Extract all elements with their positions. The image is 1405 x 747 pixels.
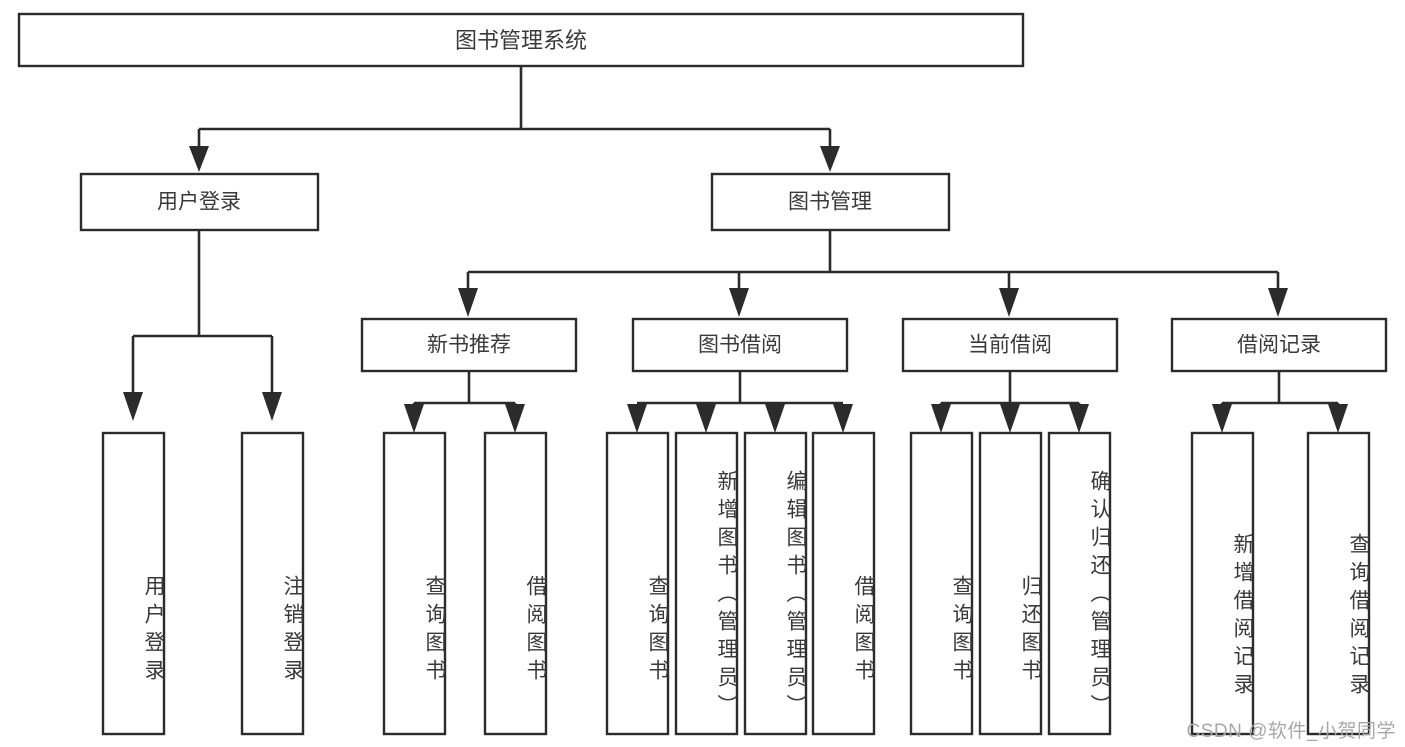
node-borrow-record-label: 借阅记录	[1237, 334, 1321, 357]
node-user-login-label: 用户登录	[157, 191, 241, 214]
node-book-borrow[interactable]: 图书借阅	[631, 317, 849, 373]
arrow-head-icon	[765, 404, 785, 433]
leaf-box-new-book-rec-0[interactable]	[382, 431, 447, 736]
arrow-head-icon	[1212, 404, 1232, 433]
arrow-head-icon	[262, 392, 282, 421]
node-new-book-rec-box[interactable]	[360, 317, 578, 373]
connector-book-manage-to-level3	[458, 230, 1288, 317]
leaf-box-user-login-1[interactable]	[240, 431, 305, 736]
arrow-head-icon	[1069, 404, 1089, 433]
leaf-box-book-borrow-2[interactable]	[743, 431, 808, 736]
node-root[interactable]: 图书管理系统	[17, 12, 1025, 68]
arrow-head-icon	[458, 288, 478, 317]
arrow-head-icon	[1328, 404, 1348, 433]
arrow-head-icon	[1268, 288, 1288, 317]
node-book-manage-label: 图书管理	[788, 191, 872, 214]
arrow-head-icon	[931, 404, 951, 433]
node-book-borrow-label: 图书借阅	[698, 334, 782, 357]
leaf-box-borrow-record-0[interactable]	[1190, 431, 1255, 736]
leaf-box-book-borrow-3[interactable]	[811, 431, 876, 736]
arrow-head-icon	[505, 404, 525, 433]
node-root-label: 图书管理系统	[455, 28, 587, 53]
leaf-box-book-borrow-0[interactable]	[605, 431, 670, 736]
connector-root-to-level2	[189, 66, 840, 172]
connector-user-login-to-leaves	[123, 230, 282, 421]
leaf-box-current-borrow-2[interactable]	[1047, 431, 1112, 736]
node-user-login[interactable]: 用户登录	[79, 172, 320, 232]
arrow-head-icon	[696, 404, 716, 433]
leaf-box-new-book-rec-1[interactable]	[483, 431, 548, 736]
arrow-head-icon	[833, 404, 853, 433]
node-root-box[interactable]	[17, 12, 1025, 68]
arrow-head-icon	[820, 146, 840, 172]
watermark-text: CSDN @软件_小贺同学	[1186, 721, 1396, 742]
connector-new-book-rec-to-leaves	[404, 371, 525, 433]
arrow-head-icon	[627, 404, 647, 433]
node-current-borrow-label: 当前借阅	[968, 334, 1052, 357]
node-current-borrow-box[interactable]	[901, 317, 1119, 373]
arrow-head-icon	[999, 288, 1019, 317]
arrow-head-icon	[404, 404, 424, 433]
leaf-box-borrow-record-1[interactable]	[1306, 431, 1371, 736]
leaf-box-user-login-0[interactable]	[101, 431, 166, 736]
node-new-book-rec[interactable]: 新书推荐	[360, 317, 578, 373]
leaf-box-current-borrow-0[interactable]	[909, 431, 974, 736]
node-borrow-record[interactable]: 借阅记录	[1170, 317, 1388, 373]
node-user-login-box[interactable]	[79, 172, 320, 232]
arrow-head-icon	[1000, 404, 1020, 433]
arrow-head-icon	[729, 288, 749, 317]
connector-current-borrow-to-leaves	[931, 371, 1089, 433]
connector-borrow-record-to-leaves	[1212, 371, 1348, 433]
arrow-head-icon	[123, 392, 143, 421]
leaf-box-current-borrow-1[interactable]	[978, 431, 1043, 736]
node-book-manage[interactable]: 图书管理	[710, 172, 951, 232]
connector-book-borrow-to-leaves	[627, 371, 853, 433]
node-current-borrow[interactable]: 当前借阅	[901, 317, 1119, 373]
leaf-box-book-borrow-1[interactable]	[674, 431, 739, 736]
arrow-head-icon	[189, 146, 209, 172]
node-new-book-rec-label: 新书推荐	[427, 334, 511, 357]
